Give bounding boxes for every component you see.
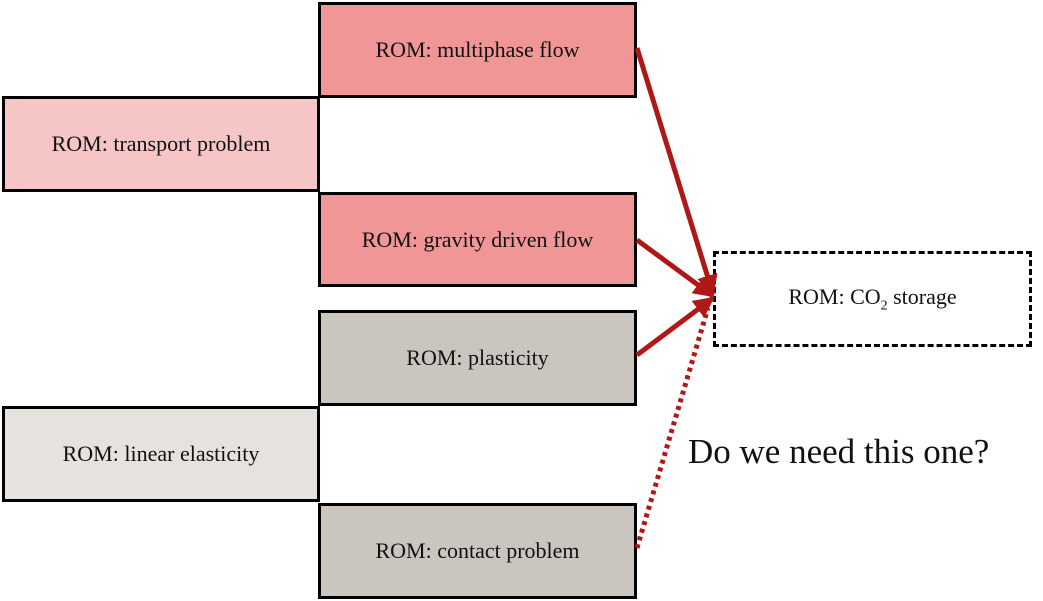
rom-contact-problem-label: ROM: contact problem	[375, 538, 580, 563]
arrow-gravity-to-co2	[635, 237, 715, 299]
co2-prefix: ROM: CO	[788, 283, 881, 309]
arrow-plasticity-to-co2	[635, 296, 715, 357]
rom-contact-problem-box: ROM: contact problem	[318, 503, 637, 599]
rom-co2-storage-label: ROM: CO2 storage	[788, 284, 956, 314]
arrow-multiphase-to-co2	[634, 47, 718, 297]
rom-gravity-driven-flow-box: ROM: gravity driven flow	[318, 192, 637, 287]
co2-subscript: 2	[880, 298, 888, 314]
rom-plasticity-label: ROM: plasticity	[406, 345, 549, 370]
rom-multiphase-flow-box: ROM: multiphase flow	[318, 2, 637, 98]
dotted-arrow-contact-to-co2	[634, 307, 711, 549]
rom-linear-elasticity-label: ROM: linear elasticity	[62, 441, 260, 466]
rom-multiphase-flow-label: ROM: multiphase flow	[375, 37, 580, 62]
rom-plasticity-box: ROM: plasticity	[318, 310, 637, 406]
rom-gravity-driven-flow-label: ROM: gravity driven flow	[361, 226, 594, 252]
co2-suffix: storage	[887, 283, 957, 309]
question-text: Do we need this one?	[688, 432, 990, 471]
rom-co2-storage-box: ROM: CO2 storage	[713, 251, 1032, 347]
rom-transport-problem-label: ROM: transport problem	[51, 131, 271, 156]
rom-transport-problem-box: ROM: transport problem	[2, 96, 320, 192]
rom-linear-elasticity-box: ROM: linear elasticity	[2, 406, 320, 502]
